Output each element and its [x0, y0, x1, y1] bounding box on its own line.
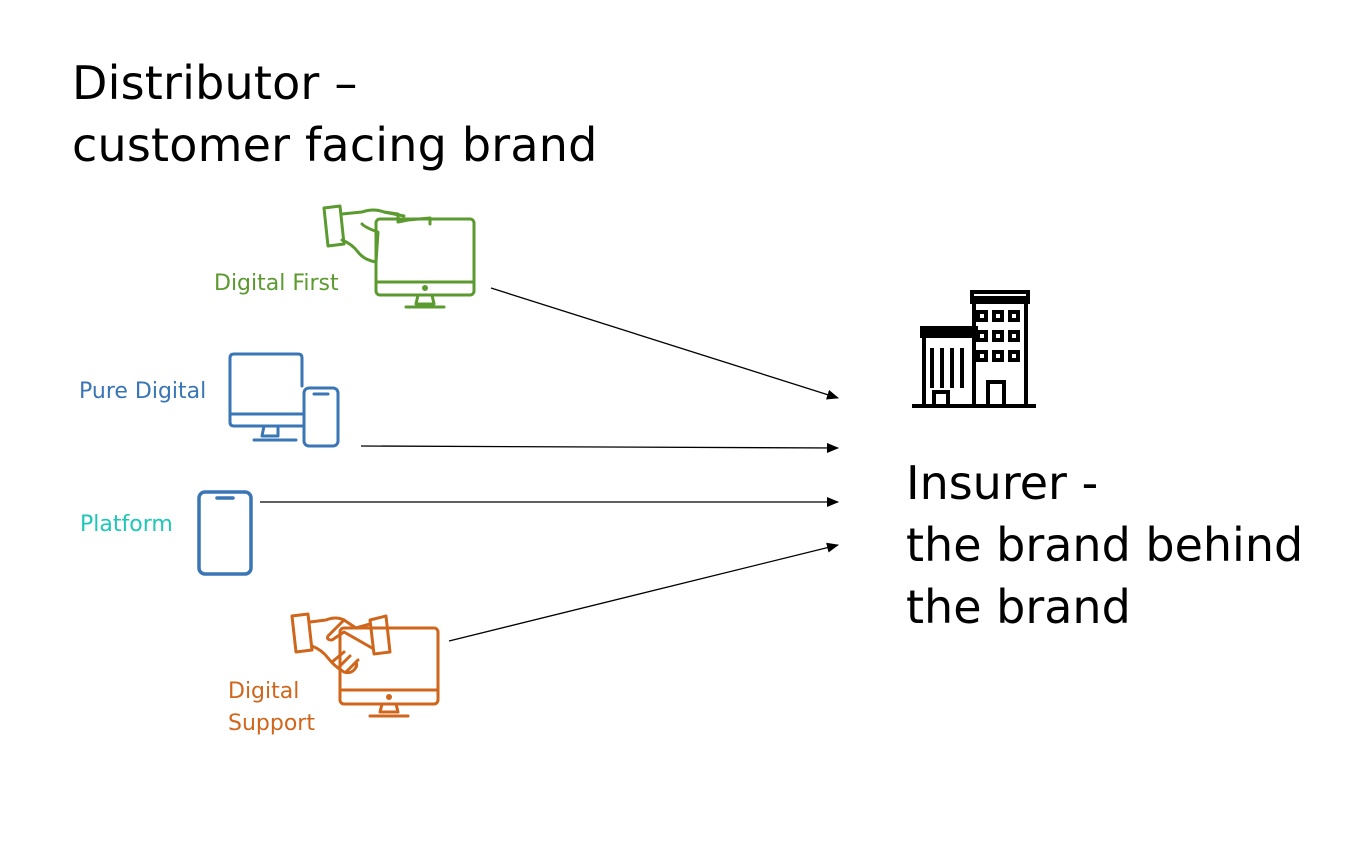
office-building-icon [912, 290, 1036, 408]
channel-label-platform: Platform [80, 512, 173, 537]
channel-label-pure-digital: Pure Digital [79, 379, 207, 404]
distributor-heading: Distributor – customer facing brand [72, 52, 598, 176]
channel-label-digital-support-line1: Digital [228, 679, 300, 704]
channel-label-digital-support-line2: Support [228, 711, 315, 736]
handshake-monitor-icon [322, 204, 476, 309]
monitor-phone-icon [228, 352, 340, 448]
insurer-heading: Insurer - the brand behind the brand [906, 452, 1303, 638]
distributor-heading-line2: customer facing brand [72, 118, 598, 172]
channel-label-digital-first: Digital First [214, 271, 339, 296]
arrow-digital-first [490, 287, 839, 400]
handshake-monitor-icon [290, 612, 440, 718]
insurer-heading-line1: Insurer - [906, 456, 1099, 510]
smartphone-icon [197, 490, 253, 576]
insurer-heading-line3: the brand [906, 580, 1131, 634]
insurer-heading-line2: the brand behind [906, 518, 1304, 572]
distributor-heading-line1: Distributor – [72, 56, 358, 110]
arrow-digital-support [448, 542, 839, 642]
arrow-pure-digital [360, 442, 839, 453]
